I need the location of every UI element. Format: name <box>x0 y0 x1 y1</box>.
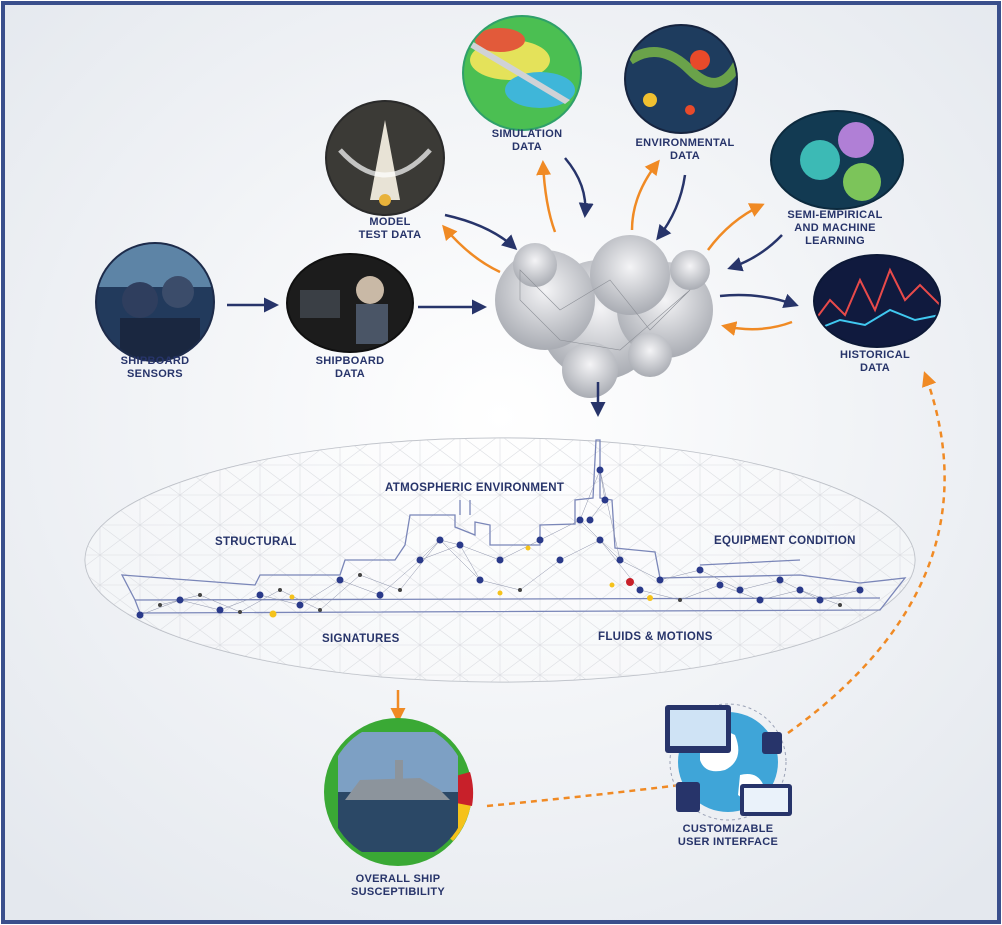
shipboard-sensors-photo <box>95 242 215 362</box>
inflow-arrows <box>227 157 799 417</box>
data-cloud <box>495 235 713 398</box>
simulation-data-photo <box>462 15 582 131</box>
semi-empirical-photo <box>770 110 904 210</box>
zone-signatures: SIGNATURES <box>322 633 400 645</box>
zone-structural: STRUCTURAL <box>215 536 297 548</box>
zone-atmospheric: ATMOSPHERIC ENVIRONMENT <box>385 482 565 494</box>
model-test-data-photo <box>325 100 445 216</box>
sensor-nodes <box>136 466 864 619</box>
shipboard-data-photo <box>286 253 414 353</box>
environmental-data-photo <box>624 24 738 134</box>
zone-equipment: EQUIPMENT CONDITION <box>714 535 856 547</box>
user-interface-globe <box>665 703 792 821</box>
susceptibility-ring <box>324 718 474 866</box>
historical-data-photo <box>813 254 941 348</box>
zone-fluids: FLUIDS & MOTIONS <box>598 631 713 643</box>
outflow-arrows <box>390 159 946 808</box>
